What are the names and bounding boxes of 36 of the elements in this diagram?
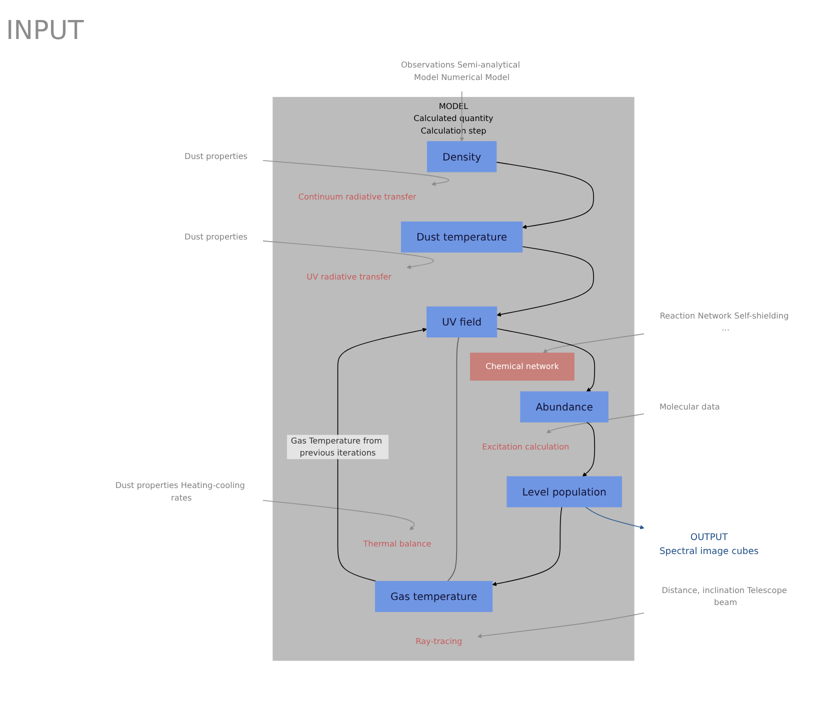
arrow — [496, 162, 594, 230]
node-text: Observations Semi-analytical Model Numerical Model — [401, 60, 520, 82]
node-text: Dust properties — [184, 232, 248, 242]
node-box: UV field — [426, 306, 498, 338]
arrow — [262, 500, 415, 531]
node-box: Abundance — [520, 391, 608, 422]
node-box: Chemical network — [470, 352, 574, 381]
node-text: Ray-tracing — [416, 636, 462, 646]
arrow — [542, 333, 645, 354]
node-text: OUTPUT Spectral image cubes — [659, 532, 759, 556]
node-text: Molecular data — [659, 402, 720, 412]
node-box: Dust temperature — [400, 222, 523, 253]
node-text: Dust properties — [184, 152, 248, 162]
section-heading: INPUT — [6, 16, 85, 46]
edge-label: Gas Temperature from previous iterations — [290, 436, 382, 458]
arrow — [496, 328, 596, 392]
arrow — [262, 160, 450, 186]
node-text: Thermal balance — [363, 539, 432, 549]
arrow — [477, 612, 645, 638]
node-box: Density — [426, 141, 497, 172]
node-text: Distance, inclination Telescope beam — [662, 585, 787, 608]
connector — [447, 336, 460, 582]
arrow — [492, 506, 562, 586]
node-text: Dust properties Heating-cooling rates — [115, 480, 245, 502]
node-text: Reaction Network Self-shielding … — [660, 310, 789, 333]
node-text: Excitation calculation — [482, 442, 570, 452]
arrow — [262, 240, 434, 270]
node-text: Continuum radiative transfer — [298, 192, 416, 202]
arrow — [337, 328, 427, 582]
arrow — [582, 422, 596, 477]
arrow — [460, 90, 464, 142]
node-box: Gas temperature — [375, 580, 493, 612]
arrow — [585, 506, 644, 530]
node-text: UV radiative transfer — [306, 272, 392, 282]
arrow — [496, 246, 594, 317]
node-box: Level population — [506, 476, 622, 508]
